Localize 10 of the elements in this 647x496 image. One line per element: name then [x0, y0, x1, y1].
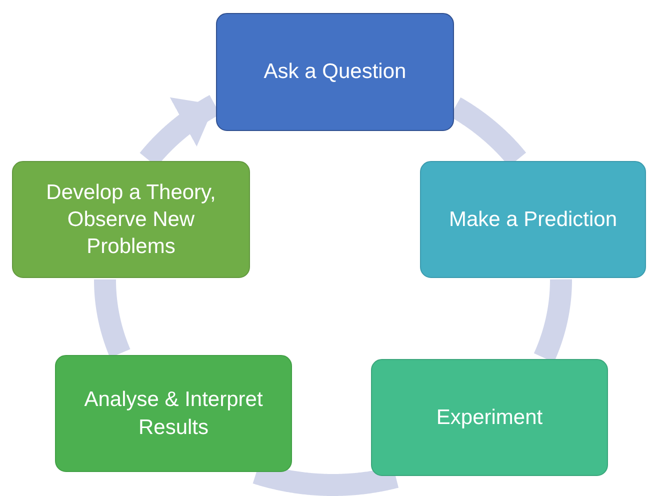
box-label: Make a Prediction [448, 206, 618, 233]
process-box [420, 161, 646, 278]
box-label: Ask a Question [264, 59, 406, 86]
process-box [371, 359, 608, 476]
box-label: Analyse & Interpret Results [83, 387, 264, 440]
box-label: Experiment [436, 404, 543, 431]
process-box [216, 13, 454, 131]
process-box [55, 355, 292, 472]
process-box [12, 161, 250, 278]
box-label: Develop a Theory, Observe New Problems [45, 180, 217, 260]
